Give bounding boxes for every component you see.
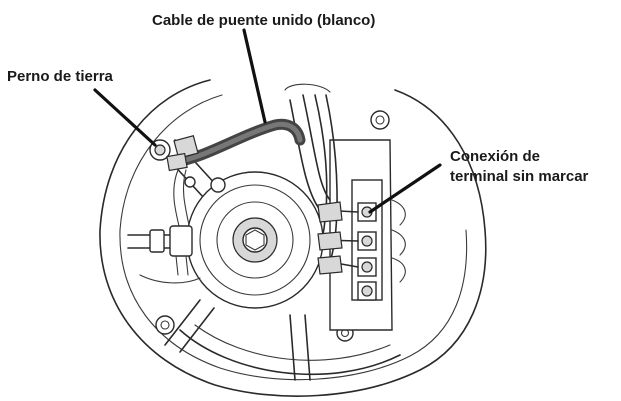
left-connector-wires: [139, 169, 201, 284]
lead-wires: [284, 83, 359, 275]
terminal-label-line1: Conexión de: [450, 148, 540, 165]
jumper-cable-label: Cable de puente unido (blanco): [152, 12, 375, 29]
ground-screw: [149, 139, 171, 161]
jumper-cable: [166, 118, 306, 172]
terminal-label-line2: terminal sin marcar: [450, 168, 589, 185]
motor-hub: [186, 171, 324, 309]
terminal-block: [329, 139, 406, 331]
ground-screw-leader: [93, 88, 157, 147]
ground-screw-label: Perno de tierra: [7, 68, 114, 85]
motor-housing: [99, 79, 487, 397]
terminal-leader: [368, 163, 442, 214]
jumper-cable-leader: [242, 28, 267, 124]
callout-leaders: [93, 28, 442, 214]
